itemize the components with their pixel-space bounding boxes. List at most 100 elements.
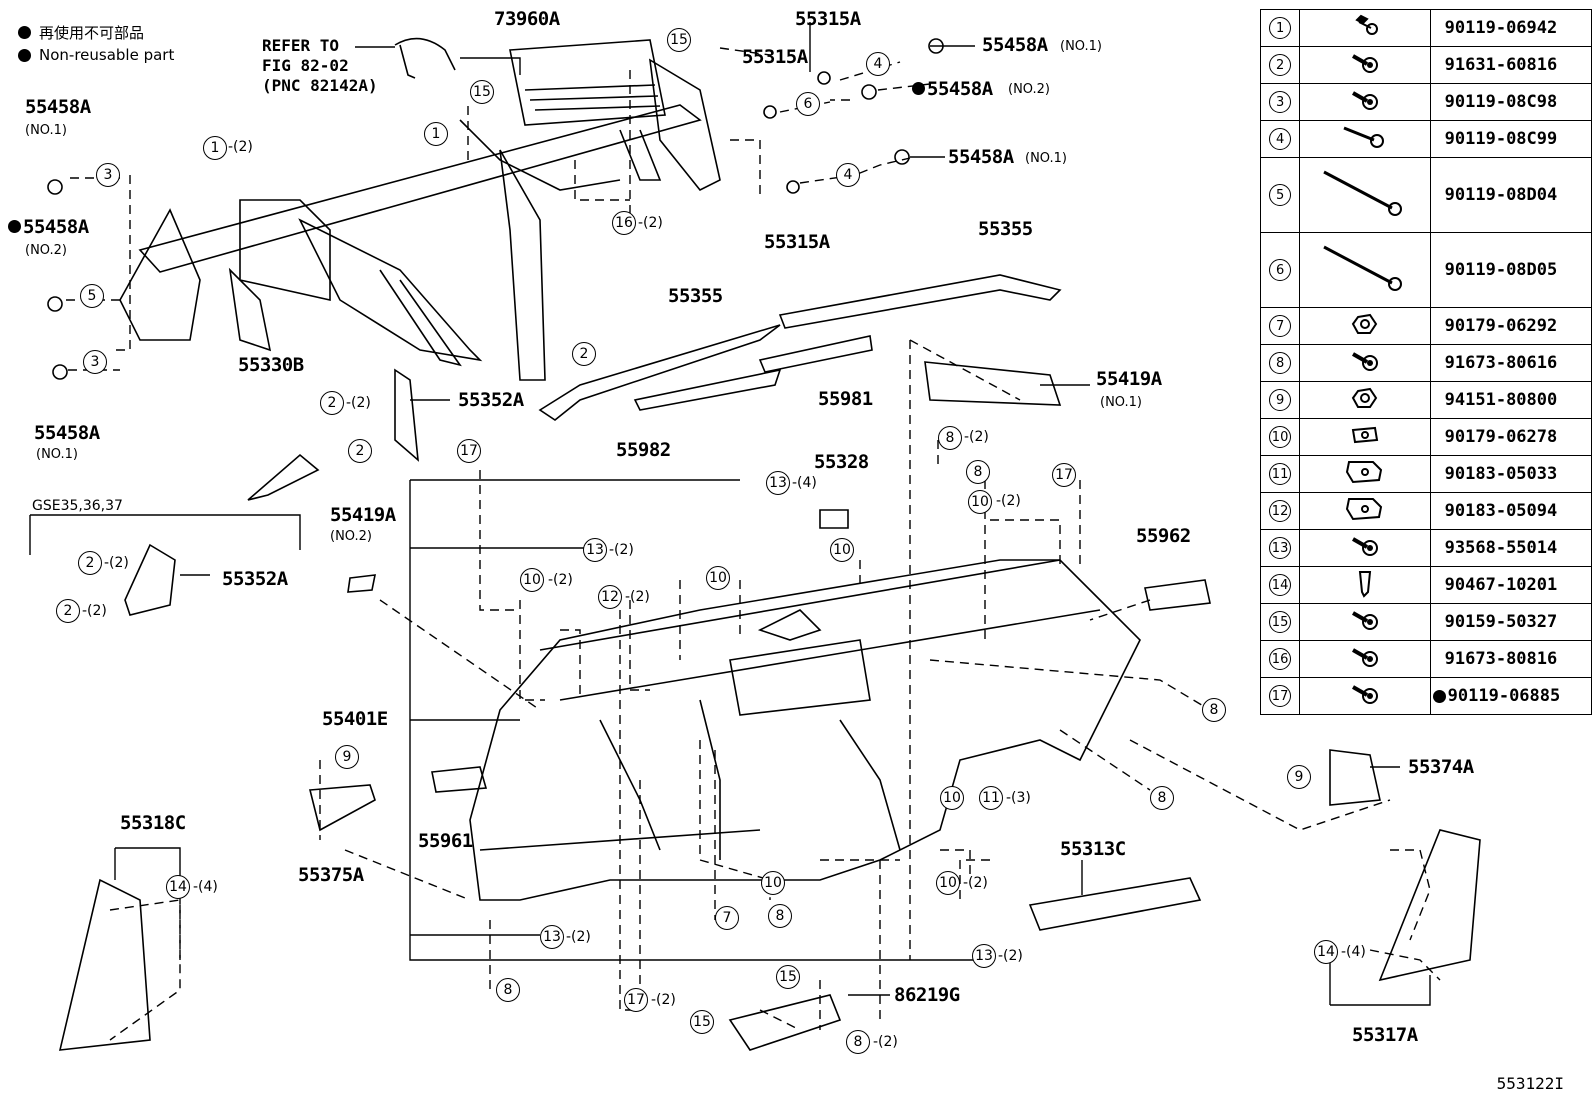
callout-marker[interactable]: 10 [761,871,785,895]
part-number[interactable]: 91673-80616 [1444,353,1558,373]
callout-marker[interactable]: 8 [938,426,962,450]
part-label[interactable]: 55458A [25,96,91,118]
callout-marker[interactable]: 13 [766,471,790,495]
part-label[interactable]: 55315A [764,231,830,253]
part-label[interactable]: 55315A [795,8,861,30]
callout-marker[interactable]: 10 [830,538,854,562]
callout-marker[interactable]: 10 [968,490,992,514]
callout-marker[interactable]: 2 [320,391,344,415]
callout-marker[interactable]: 15 [667,28,691,52]
part-label-nonreusable[interactable]: 55458A [8,218,89,237]
part-number[interactable]: 90179-06292 [1444,316,1558,336]
callout-marker[interactable]: 8 [496,978,520,1002]
part-label[interactable]: 73960A [494,8,560,30]
part-label[interactable]: 55458A [34,422,100,444]
part-label[interactable]: 55328 [814,451,869,473]
callout-marker[interactable]: 4 [836,163,860,187]
part-label[interactable]: 55317A [1352,1024,1418,1046]
part-label[interactable]: 55401E [322,708,388,730]
callout-marker[interactable]: 13 [583,538,607,562]
callout-marker[interactable]: 17 [624,988,648,1012]
callout-marker[interactable]: 16 [612,211,636,235]
part-label[interactable]: 55352A [222,568,288,590]
part-label[interactable]: 55330B [238,354,304,376]
part-label[interactable]: 55419A [1096,368,1162,390]
part-number[interactable]: 90183-05033 [1444,464,1558,484]
callout-marker[interactable]: 13 [972,944,996,968]
callout-marker[interactable]: 9 [335,745,359,769]
part-label[interactable]: 55982 [616,439,671,461]
part-number[interactable]: 91631-60816 [1444,55,1558,75]
part-label-text[interactable]: 55458A [927,78,993,100]
part-label[interactable]: 55318C [120,812,186,834]
callout-marker[interactable]: 3 [83,350,107,374]
callout-marker[interactable]: 10 [520,568,544,592]
callout-marker[interactable]: 2 [56,599,80,623]
part-label[interactable]: 55961 [418,830,473,852]
callout-marker[interactable]: 8 [966,460,990,484]
part-number[interactable]: 90119-06942 [1444,18,1558,38]
part-number[interactable]: 90119-08C98 [1444,92,1558,112]
part-number[interactable]: 90159-50327 [1444,612,1558,632]
part-label[interactable]: 55458A [948,146,1014,168]
part-label[interactable]: 55419A [330,504,396,526]
part-label[interactable]: 55313C [1060,838,1126,860]
part-label[interactable]: 86219G [894,984,960,1006]
part-number[interactable]: 90119-08D05 [1444,260,1558,280]
callout-marker[interactable]: 8 [1150,786,1174,810]
callout-marker[interactable]: 13 [540,925,564,949]
callout-marker[interactable]: 2 [348,439,372,463]
callout-marker[interactable]: 1 [203,136,227,160]
callout-marker[interactable]: 17 [1052,463,1076,487]
callout-marker[interactable]: 8 [846,1030,870,1054]
callout-marker[interactable]: 8 [1202,698,1226,722]
callout-marker[interactable]: 15 [690,1010,714,1034]
part-label[interactable]: 55352A [458,389,524,411]
part-label[interactable]: 55374A [1408,756,1474,778]
callout-marker[interactable]: 10 [940,786,964,810]
part-number[interactable]: 93568-55014 [1444,538,1558,558]
part-number[interactable]: 90183-05094 [1444,501,1558,521]
callout-marker[interactable]: 11 [979,786,1003,810]
part-label[interactable]: 55315A [742,46,808,68]
part-number[interactable]: 91673-80816 [1444,649,1558,669]
callout-marker[interactable]: 15 [470,80,494,104]
callout-marker[interactable]: 9 [1287,765,1311,789]
callout-marker[interactable]: 17 [457,439,481,463]
callout-marker[interactable]: 2 [572,342,596,366]
part-label[interactable]: 55962 [1136,525,1191,547]
callout-marker[interactable]: 8 [768,904,792,928]
callout-marker[interactable]: 2 [78,551,102,575]
part-number[interactable]: 90467-10201 [1444,575,1558,595]
callout-marker[interactable]: 5 [80,284,104,308]
part-label-nonreusable[interactable]: 55458A [912,80,993,99]
part-label[interactable]: 55981 [818,388,873,410]
callout-marker[interactable]: 4 [866,52,890,76]
callout-marker[interactable]: 14 [166,875,190,899]
part-number[interactable]: 90179-06278 [1444,427,1558,447]
callout-marker[interactable]: 15 [776,965,800,989]
part-label-text[interactable]: 55458A [23,216,89,238]
callout-marker[interactable]: 3 [96,163,120,187]
part-label[interactable]: 55355 [978,218,1033,240]
callout-marker[interactable]: 1 [424,122,448,146]
part-number[interactable]: 90119-08C99 [1444,129,1558,149]
callout-marker[interactable]: 12 [598,585,622,609]
part-label[interactable]: 55355 [668,285,723,307]
part-number[interactable]: 94151-80800 [1444,390,1558,410]
callout-marker[interactable]: 10 [706,566,730,590]
